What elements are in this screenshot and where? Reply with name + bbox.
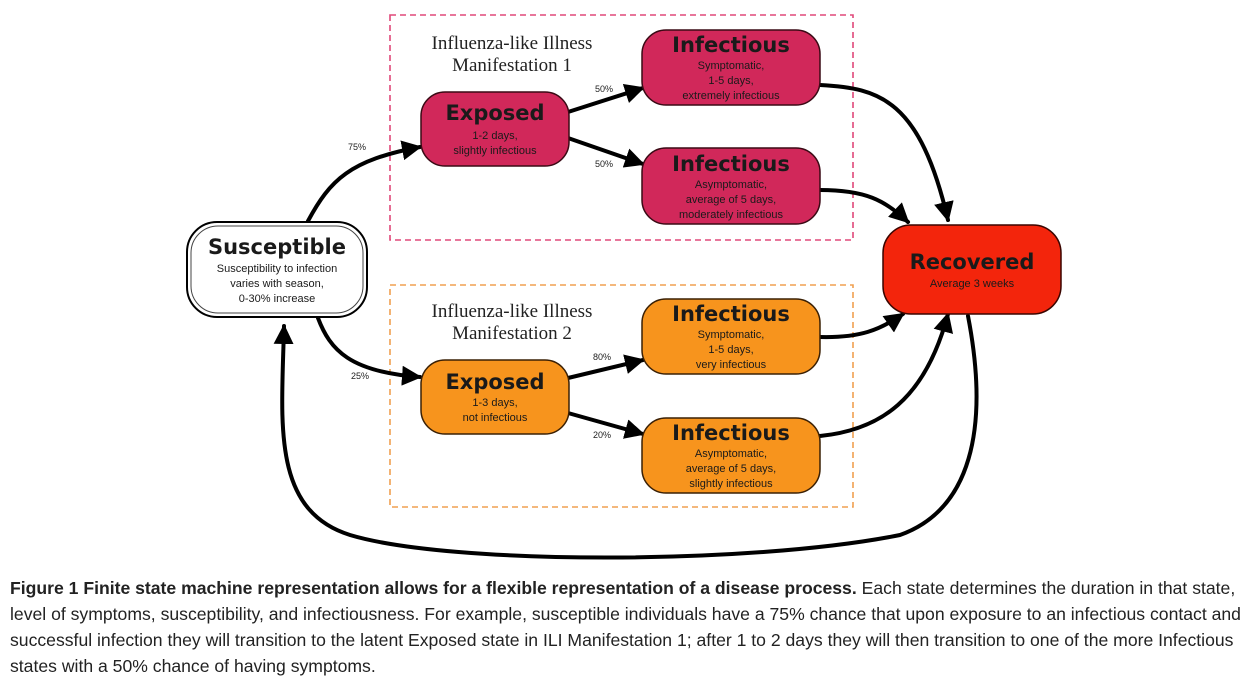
exposed1-title: Exposed	[445, 101, 544, 125]
inf1b-desc-2: average of 5 days,	[686, 194, 777, 206]
prob-e1-to-inf1b: 50%	[595, 159, 613, 169]
edge-exposed1-to-inf1a	[566, 83, 645, 114]
recovered-desc-1: Average 3 weeks	[930, 278, 1015, 290]
edge-inf2b-to-recovered	[818, 312, 954, 438]
inf2b-desc-1: Asymptomatic,	[695, 448, 767, 460]
ili1-group-title-line1: Influenza-like Illness	[432, 33, 593, 54]
state-susceptible: Susceptible Susceptibility to infection …	[186, 221, 368, 318]
inf2b-title: Infectious	[672, 421, 790, 445]
ili2-group-box	[389, 284, 854, 508]
edge-exposed2-to-inf2b	[566, 411, 645, 439]
caption-lead: Figure 1 Finite state machine representa…	[10, 578, 857, 598]
prob-to-exposed1: 75%	[348, 142, 366, 152]
exposed2-desc-2: not infectious	[463, 412, 528, 424]
exposed1-desc-1: 1-2 days,	[472, 130, 517, 142]
ili2-group-title-line1: Influenza-like Illness	[432, 301, 593, 322]
edge-inf2a-to-recovered	[818, 312, 905, 340]
prob-e1-to-inf1a: 50%	[595, 84, 613, 94]
state-exposed-1: Exposed 1-2 days, slightly infectious	[420, 91, 570, 167]
edge-susceptible-to-exposed1	[306, 140, 422, 223]
inf2a-desc-3: very infectious	[696, 359, 767, 371]
ili2-group-title-line2: Manifestation 2	[452, 323, 572, 344]
inf2b-desc-3: slightly infectious	[689, 478, 773, 490]
state-infectious-1b: Infectious Asymptomatic, average of 5 da…	[641, 147, 821, 225]
state-exposed-2: Exposed 1-3 days, not infectious	[420, 359, 570, 435]
figure-caption: Figure 1 Finite state machine representa…	[10, 575, 1242, 679]
edge-susceptible-to-exposed2	[316, 316, 422, 386]
inf2b-desc-2: average of 5 days,	[686, 463, 777, 475]
exposed2-title: Exposed	[445, 370, 544, 394]
inf1a-title: Infectious	[672, 33, 790, 57]
state-machine-diagram: Influenza-like Illness Manifestation 1 I…	[186, 14, 1062, 560]
inf1b-desc-3: moderately infectious	[679, 209, 783, 221]
ili1-group-box	[389, 14, 854, 241]
recovered-title: Recovered	[910, 250, 1035, 274]
inf2a-desc-1: Symptomatic,	[698, 329, 765, 341]
state-infectious-2b: Infectious Asymptomatic, average of 5 da…	[641, 417, 821, 494]
state-infectious-2a: Infectious Symptomatic, 1-5 days, very i…	[641, 298, 821, 375]
susceptible-desc-3: 0-30% increase	[239, 293, 315, 305]
prob-e2-to-inf2a: 80%	[593, 352, 611, 362]
edge-exposed1-to-inf1b	[566, 136, 645, 168]
edge-inf1b-to-recovered	[818, 188, 910, 224]
susceptible-desc-2: varies with season,	[230, 278, 324, 290]
inf2a-desc-2: 1-5 days,	[708, 344, 753, 356]
prob-to-exposed2: 25%	[351, 371, 369, 381]
edge-exposed2-to-inf2a	[566, 354, 645, 380]
state-infectious-1a: Infectious Symptomatic, 1-5 days, extrem…	[641, 29, 821, 106]
ili1-group-title-line2: Manifestation 1	[452, 55, 572, 76]
susceptible-title: Susceptible	[208, 235, 346, 259]
inf1a-desc-2: 1-5 days,	[708, 75, 753, 87]
edge-inf1a-to-recovered	[818, 83, 954, 222]
inf2a-title: Infectious	[672, 302, 790, 326]
exposed1-desc-2: slightly infectious	[453, 145, 537, 157]
caption-body: Each state determines the duration in th…	[10, 578, 1241, 676]
edge-recovered-to-susceptible	[273, 314, 979, 560]
prob-e2-to-inf2b: 20%	[593, 430, 611, 440]
susceptible-desc-1: Susceptibility to infection	[217, 263, 337, 275]
inf1b-title: Infectious	[672, 152, 790, 176]
inf1a-desc-1: Symptomatic,	[698, 60, 765, 72]
inf1b-desc-1: Asymptomatic,	[695, 179, 767, 191]
state-recovered: Recovered Average 3 weeks	[882, 224, 1062, 315]
inf1a-desc-3: extremely infectious	[682, 90, 780, 102]
exposed2-desc-1: 1-3 days,	[472, 397, 517, 409]
